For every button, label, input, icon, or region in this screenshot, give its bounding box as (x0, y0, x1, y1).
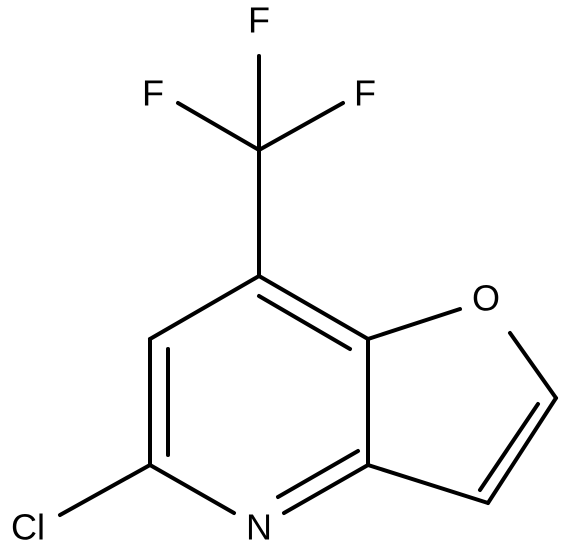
bond-cf3-to-f-left (176, 101, 261, 152)
bond-c3-c3a (366, 463, 490, 505)
bond-n4-c3a (282, 463, 370, 515)
bond-c2-c3 (486, 396, 558, 505)
atom-label-chlorine: Cl (11, 507, 45, 548)
bond-n4-c3a-inner (276, 449, 360, 499)
bond-c2-c3-inner (478, 402, 540, 492)
bond-c7a-o1 (366, 307, 462, 341)
bond-o1-c2 (508, 331, 558, 400)
bond-c5-cl (58, 463, 152, 517)
bond-c5-n4 (148, 463, 236, 515)
bond-cf3-to-f-right (257, 101, 345, 152)
bond-c7a-c7 (257, 274, 370, 341)
atom-label-oxygen: O (472, 278, 500, 319)
atom-label-f-top: F (248, 0, 270, 41)
atom-label-f-left: F (142, 73, 164, 114)
bond-c7-c6 (148, 274, 261, 341)
atom-label-f-right: F (354, 73, 376, 114)
atom-label-nitrogen: N (246, 507, 272, 548)
bond-c7a-c7-inner (257, 294, 352, 351)
